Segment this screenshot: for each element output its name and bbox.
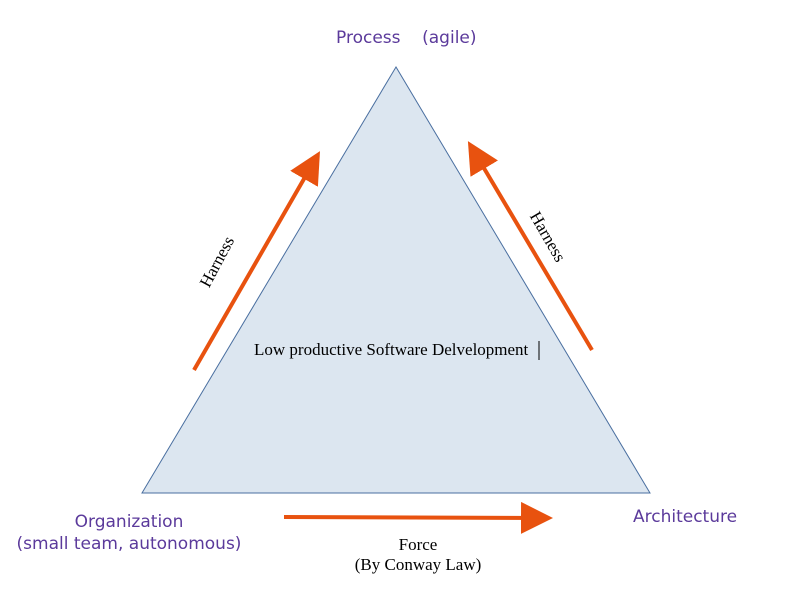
- architecture-label: Architecture: [633, 506, 737, 528]
- architecture-name: Architecture: [633, 507, 738, 527]
- triangle-shape: [141, 66, 651, 494]
- organization-name: Organization: [74, 512, 184, 532]
- left-harness-arrow: [192, 151, 320, 371]
- force-label-line2: (By Conway Law): [354, 555, 482, 574]
- force-arrow: [283, 501, 553, 534]
- force-label: Force (By Conway Law): [318, 535, 518, 575]
- right-harness-arrow: [467, 141, 594, 352]
- process-name: Process: [336, 28, 401, 48]
- organization-label: Organization (small team, autonomous): [8, 511, 250, 555]
- force-label-line1: Force: [398, 535, 438, 554]
- process-label: Process (agile): [336, 27, 477, 49]
- center-text: Low productive Software Delvelopment: [254, 340, 529, 359]
- organization-qualifier: (small team, autonomous): [16, 534, 242, 554]
- process-qualifier: (agile): [422, 28, 477, 48]
